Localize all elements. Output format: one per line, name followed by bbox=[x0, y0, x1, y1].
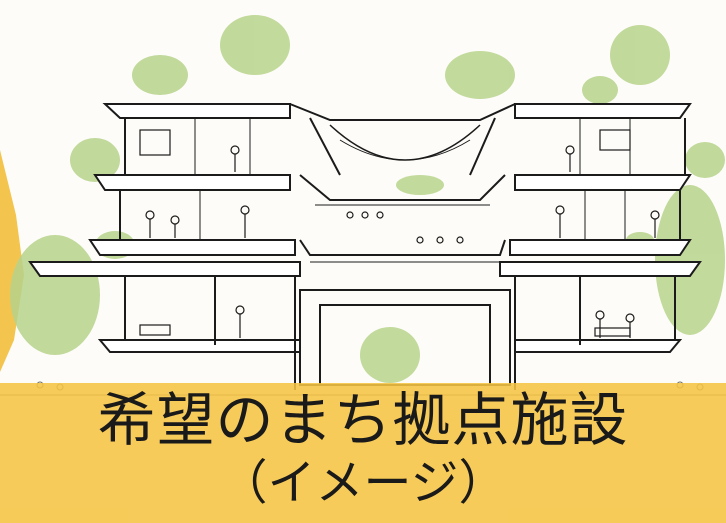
people-silhouettes bbox=[139, 129, 660, 338]
chevron-right-icon bbox=[0, 150, 24, 372]
building-structure bbox=[28, 103, 702, 390]
facility-title: 希望のまち拠点施設 bbox=[97, 386, 629, 454]
image-note: （イメージ） bbox=[219, 455, 507, 511]
caption-band bbox=[0, 383, 726, 523]
